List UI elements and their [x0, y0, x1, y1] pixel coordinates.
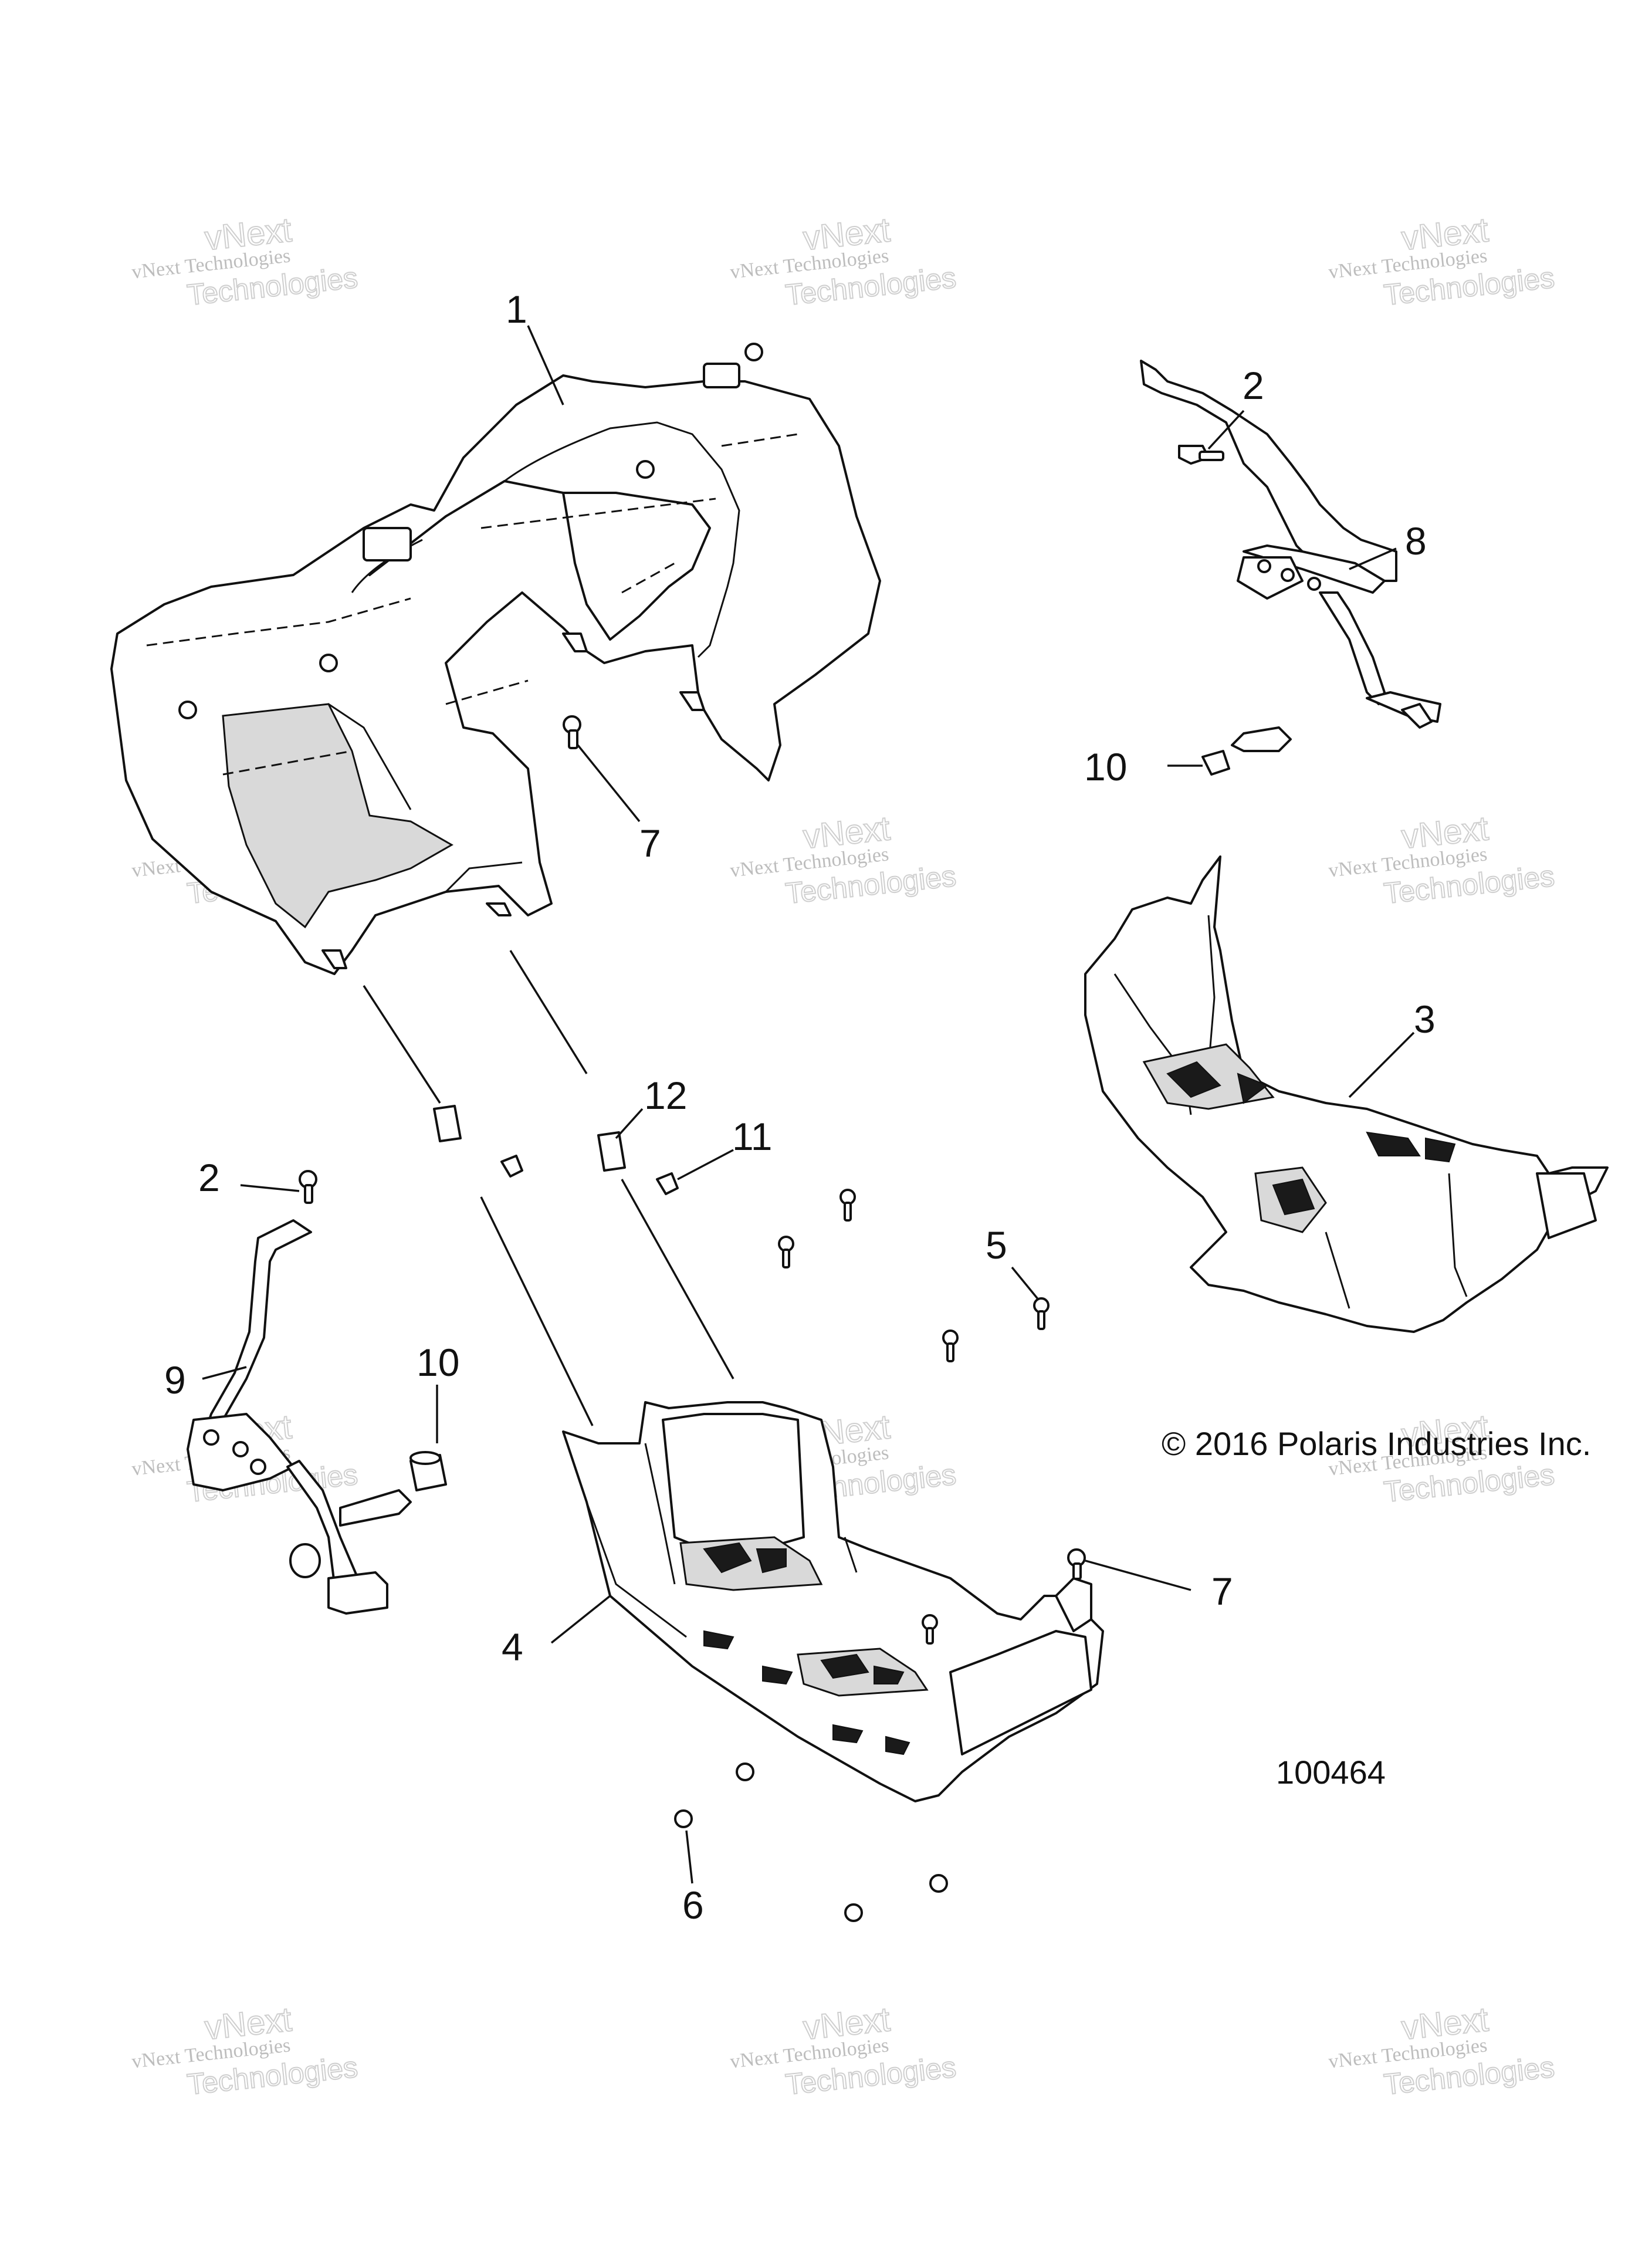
leader-line [1207, 410, 1245, 450]
bracket-hole [250, 1459, 266, 1475]
bracket-hole [1257, 559, 1271, 573]
fender-fastener [744, 343, 763, 361]
copyright-text: © 2016 Polaris Industries Inc. [1162, 1425, 1591, 1462]
callout-1: 1 [506, 287, 527, 331]
bracket-loop [289, 1543, 321, 1578]
callout-2-upper: 2 [1243, 364, 1264, 407]
bracket-pin [1231, 726, 1292, 752]
callout-11: 11 [732, 1115, 773, 1158]
callout-5: 5 [986, 1223, 1007, 1267]
watermark: vNext vNext Technologies Technologies [729, 808, 959, 911]
watermark: vNext vNext Technologies Technologies [1328, 210, 1557, 312]
watermark: vNext vNext Technologies Technologies [729, 2000, 959, 2102]
spacer-10-upper [1201, 750, 1230, 776]
nut-12 [433, 1105, 626, 1172]
bracket-hole [1281, 568, 1295, 582]
bracket-hole [203, 1429, 219, 1446]
right-bracket-part [1140, 360, 1441, 752]
callout-4: 4 [502, 1625, 523, 1669]
spacer-10-lower [409, 1451, 447, 1491]
nuts-6 [674, 1763, 948, 1922]
callout-2-lower: 2 [198, 1156, 220, 1199]
callout-10-upper: 10 [1084, 745, 1127, 789]
leader-line [677, 1149, 734, 1180]
left-bracket-part [187, 1219, 412, 1615]
leader-line [685, 1830, 693, 1884]
callout-6: 6 [682, 1883, 704, 1927]
watermark: vNext vNext Technologies Technologies [131, 210, 360, 312]
leader-line [615, 1108, 644, 1139]
leader-line [202, 1366, 247, 1380]
bracket-pin [339, 1489, 412, 1527]
screw-7-lower [922, 1548, 1086, 1645]
screws-5 [778, 1189, 1050, 1362]
fender-fastener [636, 460, 655, 479]
leader-line [550, 1595, 611, 1644]
callout-10-lower: 10 [417, 1341, 459, 1384]
callout-9: 9 [164, 1358, 186, 1402]
assembly-guide-line [621, 1179, 734, 1379]
assembly-guide-line [480, 1196, 594, 1426]
left-floorboard-part [562, 1401, 1104, 1802]
callout-3: 3 [1414, 997, 1436, 1041]
bracket-hole [1307, 577, 1321, 591]
bracket-hole [232, 1441, 249, 1457]
fender-clip [363, 527, 412, 561]
leader-line [1011, 1266, 1040, 1301]
screw-7-upper [563, 715, 581, 749]
leader-line [577, 744, 641, 823]
watermark: vNext vNext Technologies Technologies [1328, 808, 1557, 911]
fender-clip [703, 363, 740, 388]
leader-line [527, 325, 564, 405]
watermark: vNext vNext Technologies Technologies [1328, 2000, 1557, 2102]
callout-7-lower: 7 [1211, 1569, 1233, 1613]
fender-fastener [178, 701, 197, 719]
right-floorboard-part [1084, 855, 1609, 1333]
assembly-guide-line [363, 985, 441, 1104]
assembly-guide-line [509, 950, 588, 1074]
screw-2-upper [1178, 445, 1224, 465]
screw-2-lower [299, 1170, 317, 1204]
callout-12: 12 [644, 1074, 687, 1117]
callout-7-upper: 7 [639, 821, 661, 865]
screw-11 [500, 1155, 679, 1195]
callout-8: 8 [1405, 519, 1427, 563]
diagram-number: 100464 [1276, 1754, 1386, 1791]
rear-fender-part [110, 343, 881, 975]
leader-line [1085, 1559, 1191, 1591]
fender-fastener [319, 654, 338, 672]
watermark: vNext vNext Technologies Technologies [131, 2000, 360, 2102]
leader-line [240, 1184, 300, 1192]
leader-line [1348, 1031, 1415, 1098]
leader-line [1349, 547, 1397, 570]
watermark: vNext vNext Technologies Technologies [729, 210, 959, 312]
